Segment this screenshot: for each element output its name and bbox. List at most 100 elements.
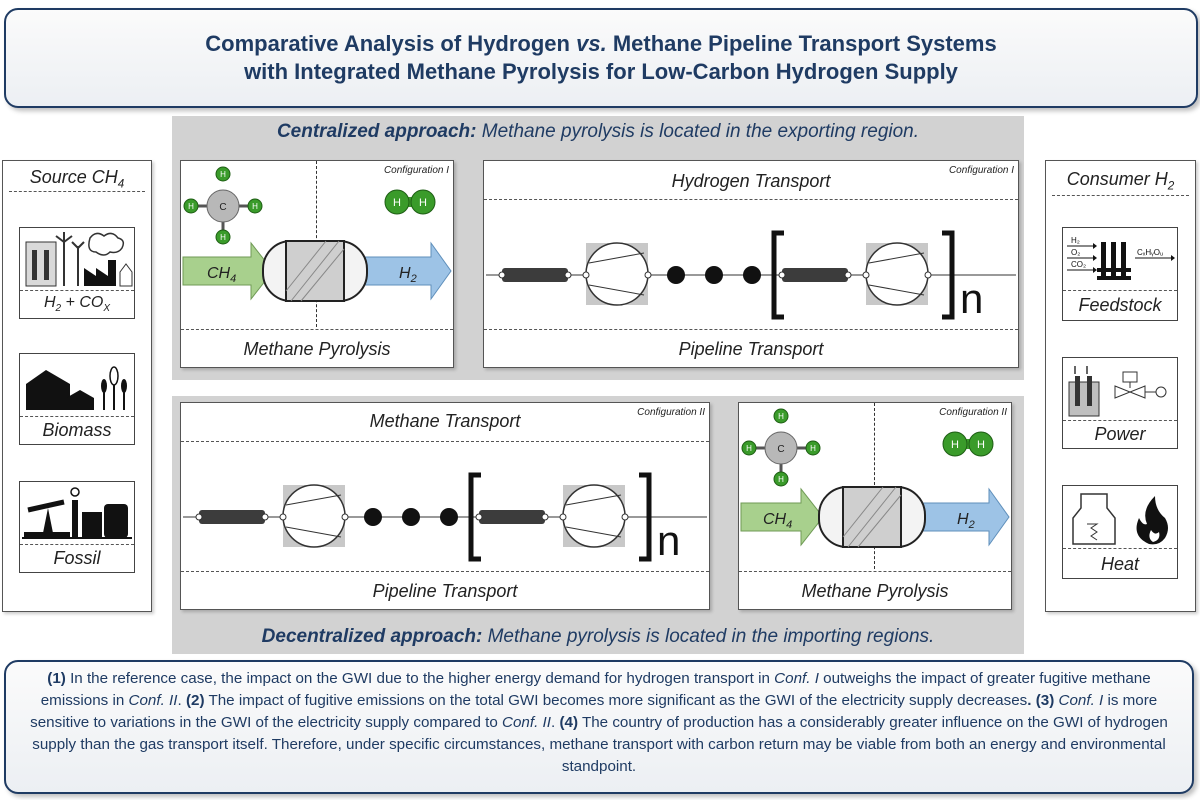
consumer-label-heat: Heat xyxy=(1100,554,1140,574)
svg-text:H: H xyxy=(419,197,427,209)
svg-text:n: n xyxy=(657,517,680,564)
pipe-icon xyxy=(782,268,848,282)
pyrolysis-diagram: C H H H H H H CH4 H2 xyxy=(740,408,1010,548)
title-line-1: Comparative Analysis of Hydrogen vs. Met… xyxy=(205,31,997,56)
pyrolysis-panel-config-1: Configuration I Methane Pyrolysis C H H … xyxy=(180,160,454,368)
compressor-icon xyxy=(279,484,349,548)
svg-text:CH4: CH4 xyxy=(763,511,792,531)
consumer-label-power: Power xyxy=(1094,424,1146,444)
divider-horizontal xyxy=(1052,195,1189,196)
reactor-icon xyxy=(262,240,368,302)
config-label: Configuration I xyxy=(948,165,1014,176)
reactor-icon xyxy=(818,486,926,548)
source-sidebar: Source CH4 H2 + COX xyxy=(2,160,152,612)
config-label: Configuration II xyxy=(637,407,705,418)
svg-text:H: H xyxy=(746,444,752,453)
svg-text:H₂: H₂ xyxy=(1071,236,1080,245)
svg-text:H2: H2 xyxy=(399,265,417,285)
source-label-h2-cox: H2 + COX xyxy=(43,294,111,315)
svg-text:H: H xyxy=(188,202,194,211)
methane-molecule-icon: C H H H H xyxy=(741,408,821,487)
divider-horizontal xyxy=(181,571,709,572)
divider-horizontal xyxy=(20,416,134,417)
divider-horizontal xyxy=(484,329,1018,330)
svg-text:H: H xyxy=(252,202,258,211)
transport-title: Methane Transport xyxy=(369,411,521,431)
svg-text:H: H xyxy=(220,170,226,179)
methane-molecule-icon: C H H H H xyxy=(183,166,263,245)
h2-arrow xyxy=(920,487,1010,547)
svg-text:O₂: O₂ xyxy=(1071,248,1080,257)
divider-horizontal xyxy=(20,544,134,545)
divider-horizontal xyxy=(484,199,1018,200)
summary-text: (1) In the reference case, the impact on… xyxy=(30,670,1168,775)
divider-horizontal xyxy=(181,441,709,442)
pipeline-diagram: n xyxy=(183,472,707,564)
fuel-cell-turbine-icon xyxy=(1068,366,1167,417)
svg-text:H: H xyxy=(951,439,959,451)
hydrogen-molecule-icon: H H xyxy=(384,189,436,215)
pipe-icon xyxy=(199,510,265,524)
pyrolysis-panel-config-2: Configuration II Methane Pyrolysis C H H… xyxy=(738,402,1012,610)
consumer-label-feedstock: Feedstock xyxy=(1078,295,1162,315)
methane-transport-panel: Configuration II Methane Transport Pipel… xyxy=(180,402,710,610)
pyrolysis-label: Methane Pyrolysis xyxy=(801,581,949,601)
source-item-h2-cox: H2 + COX xyxy=(19,227,135,319)
h2-arrow xyxy=(362,241,452,301)
centralized-heading: Centralized approach: Methane pyrolysis … xyxy=(276,121,920,142)
consumer-item-feedstock: H₂ O₂ CO₂ CₓHᵧOᵤ Feedstock xyxy=(1062,227,1178,321)
divider-horizontal xyxy=(1063,420,1177,421)
title-box: Comparative Analysis of Hydrogen vs. Met… xyxy=(4,8,1198,108)
compressor-icon xyxy=(582,242,652,306)
chemical-reactor-icon: H₂ O₂ CO₂ CₓHᵧOᵤ xyxy=(1067,236,1175,280)
svg-text:H: H xyxy=(778,475,784,484)
consumer-item-heat: Heat xyxy=(1062,485,1178,579)
source-item-fossil: Fossil xyxy=(19,481,135,573)
consumer-title: Consumer H2 xyxy=(1066,169,1175,193)
hydrogen-transport-panel: Configuration I Hydrogen Transport Pipel… xyxy=(483,160,1019,368)
svg-text:H: H xyxy=(393,197,401,209)
divider-horizontal xyxy=(1063,548,1177,549)
svg-text:H: H xyxy=(977,439,985,451)
divider-horizontal xyxy=(739,571,1011,572)
summary-box: (1) In the reference case, the impact on… xyxy=(4,660,1194,794)
config-label: Configuration I xyxy=(383,165,449,176)
svg-text:CH4: CH4 xyxy=(207,265,236,285)
source-label-fossil: Fossil xyxy=(53,548,101,568)
svg-text:H: H xyxy=(810,444,816,453)
config-label: Configuration II xyxy=(939,407,1007,418)
compressor-icon xyxy=(559,484,629,548)
svg-text:CₓHᵧOᵤ: CₓHᵧOᵤ xyxy=(1137,248,1163,257)
ch4-arrow xyxy=(740,487,824,547)
divider-horizontal xyxy=(181,329,453,330)
svg-text:H: H xyxy=(220,233,226,242)
divider-horizontal xyxy=(1063,290,1177,291)
svg-text:n: n xyxy=(960,275,983,322)
transport-title: Hydrogen Transport xyxy=(671,171,831,191)
ch4-arrow xyxy=(182,241,274,301)
svg-text:C: C xyxy=(219,202,226,213)
pipeline-label: Pipeline Transport xyxy=(372,581,518,601)
electrolysis-industry-icon xyxy=(25,232,133,287)
svg-text:CO₂: CO₂ xyxy=(1071,260,1086,269)
pipeline-diagram: n xyxy=(486,230,1016,322)
compressor-icon xyxy=(862,242,932,306)
svg-text:H2: H2 xyxy=(957,511,975,531)
source-item-biomass: Biomass xyxy=(19,353,135,445)
hydrogen-molecule-icon: H H xyxy=(942,431,994,457)
divider-horizontal xyxy=(9,191,145,192)
divider-horizontal xyxy=(20,290,134,291)
consumer-sidebar: Consumer H2 H₂ O₂ CO₂ CₓHᵧOᵤ Feedstock xyxy=(1045,160,1196,612)
decentralized-heading: Decentralized approach: Methane pyrolysi… xyxy=(261,626,935,647)
pipe-icon xyxy=(502,268,568,282)
pipe-icon xyxy=(479,510,545,524)
svg-text:H: H xyxy=(778,412,784,421)
svg-text:C: C xyxy=(777,444,784,455)
source-label-biomass: Biomass xyxy=(42,420,112,440)
oil-pump-icon xyxy=(22,487,132,539)
biomass-farm-icon xyxy=(26,366,127,410)
pyrolysis-label: Methane Pyrolysis xyxy=(243,339,391,359)
consumer-item-power: Power xyxy=(1062,357,1178,449)
furnace-flame-icon xyxy=(1072,493,1168,545)
source-title: Source CH4 xyxy=(29,167,125,191)
